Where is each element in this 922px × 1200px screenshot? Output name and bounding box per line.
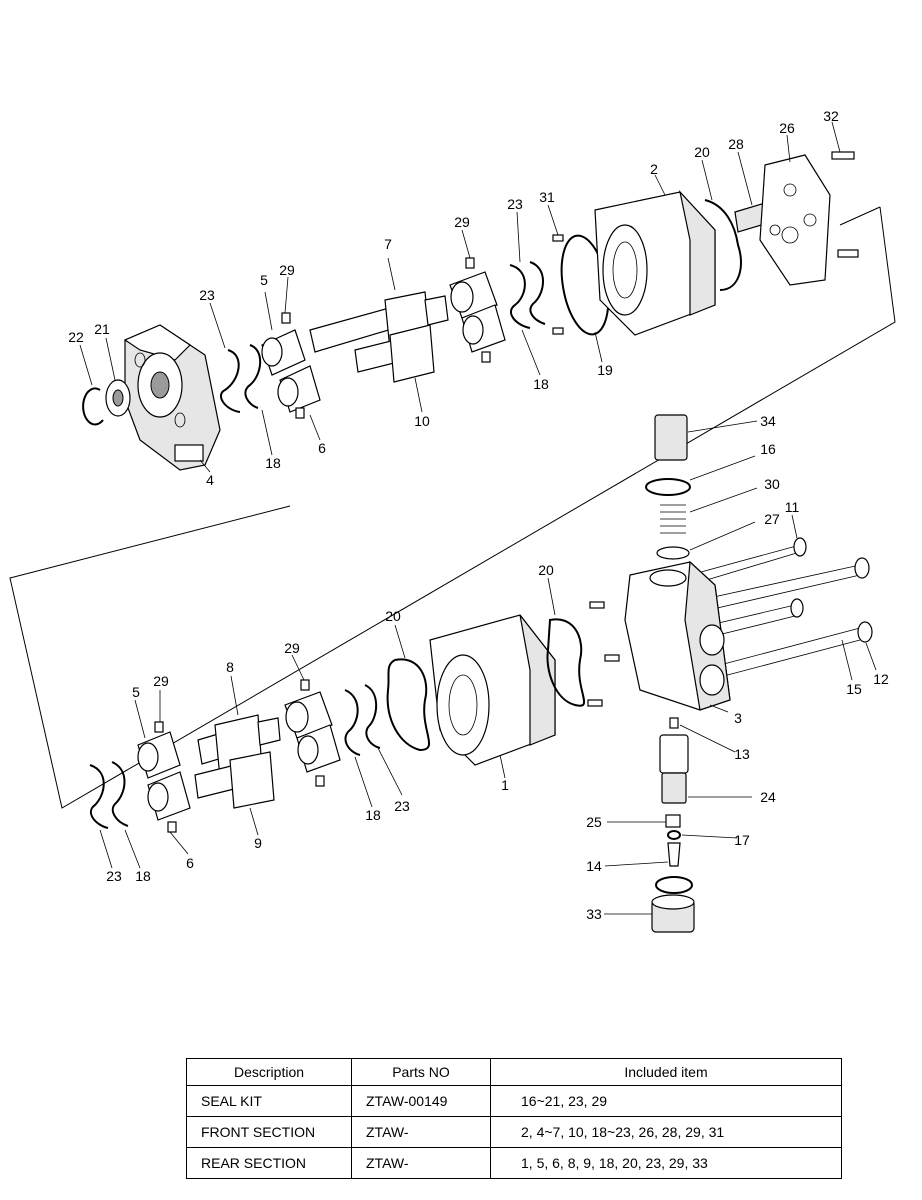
callout-label: 28	[728, 136, 744, 152]
row-description: SEAL KIT	[186, 1085, 352, 1117]
column-header-included-item: Included item	[490, 1058, 842, 1086]
row-included: 16~21, 23, 29	[490, 1085, 842, 1117]
callout-label: 34	[760, 413, 776, 429]
column-header-parts-no: Parts NO	[351, 1058, 491, 1086]
rear-bushings-a	[284, 679, 341, 787]
callout-label: 18	[533, 376, 549, 392]
callout-label: 29	[284, 640, 300, 656]
assembly-frame	[9, 206, 896, 809]
callout-label: 12	[873, 671, 889, 687]
row-included: 1, 5, 6, 8, 9, 18, 20, 23, 29, 33	[490, 1147, 842, 1179]
rear-gasket	[386, 658, 431, 752]
callout-label: 1	[501, 777, 509, 793]
callout-label: 8	[226, 659, 234, 675]
table-row: FRONT SECTION ZTAW- 2, 4~7, 10, 18~23, 2…	[186, 1116, 842, 1148]
row-parts-no: ZTAW-00149	[351, 1085, 491, 1117]
table-row: SEAL KIT ZTAW-00149 16~21, 23, 29	[186, 1085, 842, 1117]
relief-valve-stack	[645, 414, 691, 560]
callout-label: 19	[597, 362, 613, 378]
plug-cap	[651, 894, 695, 933]
callout-label: 7	[384, 236, 392, 252]
row-parts-no: ZTAW-	[351, 1147, 491, 1179]
callout-label: 22	[68, 329, 84, 345]
callout-label: 3	[734, 710, 742, 726]
callout-label: 20	[694, 144, 710, 160]
rear-cover	[624, 560, 731, 711]
callout-label: 26	[779, 120, 795, 136]
rear-bushings-b	[137, 721, 191, 833]
callout-label: 17	[734, 832, 750, 848]
callout-label: 31	[539, 189, 555, 205]
callout-labels: 1 2 3 4 5 5 6 6 7 8 9 10 11 12 13 14 15 …	[68, 108, 889, 922]
gear-housing-front	[594, 189, 716, 336]
callout-label: 23	[507, 196, 523, 212]
callout-label: 18	[135, 868, 151, 884]
callout-label: 32	[823, 108, 839, 124]
exploded-parts-diagram: 1 2 3 4 5 5 6 6 7 8 9 10 11 12 13 14 15 …	[9, 108, 896, 933]
callout-label: 11	[785, 499, 800, 515]
callout-label: 30	[764, 476, 780, 492]
table-row: REAR SECTION ZTAW- 1, 5, 6, 8, 9, 18, 20…	[186, 1147, 842, 1179]
callout-label: 15	[846, 681, 862, 697]
callout-label: 18	[365, 807, 381, 823]
callout-label: 29	[279, 262, 295, 278]
callout-label: 5	[132, 684, 140, 700]
callout-label: 14	[586, 858, 602, 874]
callout-label: 6	[186, 855, 194, 871]
driven-gear	[354, 324, 435, 383]
callout-label: 16	[760, 441, 776, 457]
oil-seal	[105, 379, 131, 417]
front-bushing-lower	[277, 365, 321, 413]
kit-table: Description Parts NO Included item SEAL …	[186, 1058, 842, 1179]
row-parts-no: ZTAW-	[351, 1116, 491, 1148]
front-rear-bushings	[449, 257, 506, 363]
callout-label: 6	[318, 440, 326, 456]
front-bushing-upper	[261, 329, 306, 376]
row-included: 2, 4~7, 10, 18~23, 26, 28, 29, 31	[490, 1116, 842, 1148]
callout-label: 25	[586, 814, 602, 830]
callout-label: 20	[385, 608, 401, 624]
callout-label: 10	[414, 413, 430, 429]
callout-label: 27	[764, 511, 780, 527]
callout-label: 29	[454, 214, 470, 230]
callout-label: 23	[106, 868, 122, 884]
valve-seat	[659, 734, 689, 804]
callout-label: 29	[153, 673, 169, 689]
callout-label: 4	[206, 472, 214, 488]
table-header-row: Description Parts NO Included item	[186, 1058, 842, 1086]
callout-label: 20	[538, 562, 554, 578]
gear-housing-rear	[429, 614, 556, 766]
rear-driven-gear	[194, 751, 275, 809]
callout-label: 9	[254, 835, 262, 851]
callout-label: 23	[394, 798, 410, 814]
callout-label: 21	[94, 321, 110, 337]
callout-label: 33	[586, 906, 602, 922]
callout-label: 24	[760, 789, 776, 805]
poppet	[669, 717, 679, 729]
front-cover	[123, 324, 221, 471]
callout-label: 13	[734, 746, 750, 762]
row-description: REAR SECTION	[186, 1147, 352, 1179]
row-description: FRONT SECTION	[186, 1116, 352, 1148]
end-plate	[759, 154, 831, 286]
callout-leaders	[79, 121, 877, 915]
callout-label: 5	[260, 272, 268, 288]
column-header-description: Description	[186, 1058, 352, 1086]
callout-label: 23	[199, 287, 215, 303]
callout-label: 2	[650, 161, 658, 177]
snap-ring	[82, 387, 104, 426]
callout-label: 18	[265, 455, 281, 471]
